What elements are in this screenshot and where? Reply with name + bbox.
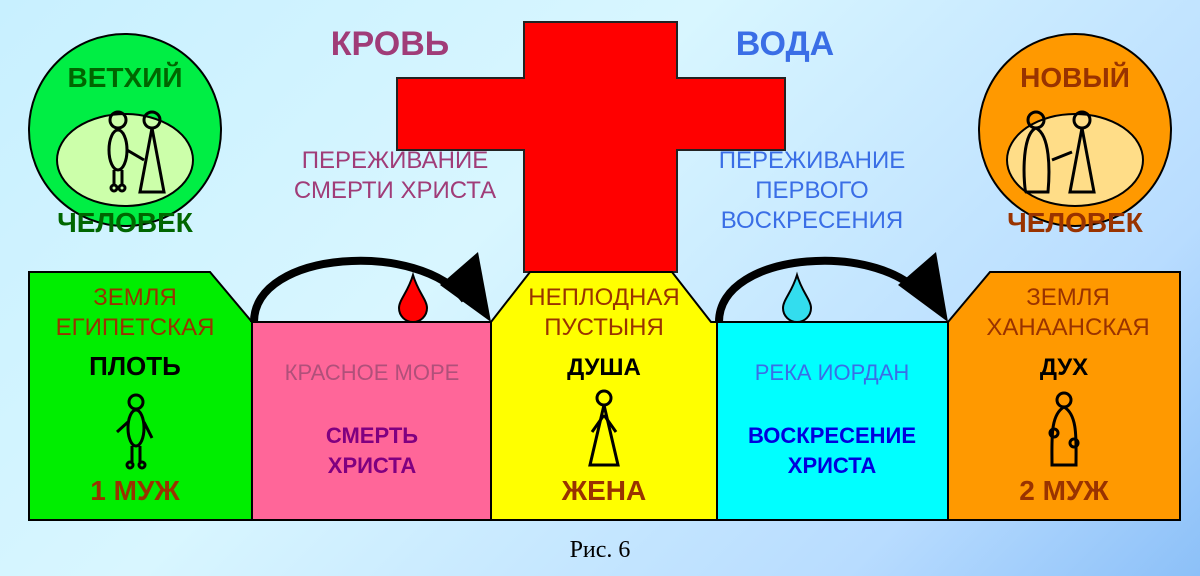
new-man-line2: ЧЕЛОВЕК [1007, 207, 1144, 238]
blood-heading: КРОВЬ [331, 25, 449, 63]
canaan-place-2: ХАНААНСКАЯ [986, 314, 1149, 341]
caption-left-1: ПЕРЕЖИВАНИЕ [302, 147, 489, 174]
wilderness-place-1: НЕПЛОДНАЯ [528, 284, 679, 311]
box-red-sea [251, 321, 492, 521]
caption-left-2: СМЕРТИ ХРИСТА [294, 177, 496, 204]
egypt-place-1: ЗЕМЛЯ [93, 284, 177, 311]
red-sea-label-2: ХРИСТА [328, 453, 417, 478]
old-man-line2: ЧЕЛОВЕК [57, 207, 194, 238]
caption-right-2: ПЕРВОГО [755, 177, 868, 204]
woman-icon [588, 389, 620, 467]
jordan-place: РЕКА ИОРДАН [755, 360, 910, 385]
couple-icon [1022, 110, 1096, 194]
arrow-icon [715, 252, 948, 323]
arrow-icon [250, 252, 491, 323]
cross [396, 21, 786, 273]
couple-icon [107, 110, 166, 194]
old-man-line1: ВЕТХИЙ [68, 61, 183, 93]
box-jordan [716, 321, 949, 521]
egypt-bottom: 1 МУЖ [90, 475, 180, 506]
caption-right-3: ВОСКРЕСЕНИЯ [721, 207, 903, 234]
egypt-place-2: ЕГИПЕТСКАЯ [56, 314, 215, 341]
canaan-bottom: 2 МУЖ [1019, 475, 1109, 506]
egypt-label: ПЛОТЬ [89, 351, 181, 381]
red-sea-label-1: СМЕРТЬ [326, 423, 418, 448]
red-sea-place: КРАСНОЕ МОРЕ [285, 360, 460, 385]
blood-drop-icon [397, 271, 429, 323]
jordan-label-2: ХРИСТА [788, 453, 877, 478]
box-canaan [947, 271, 1181, 521]
wilderness-place-2: ПУСТЫНЯ [544, 314, 664, 341]
water-heading: ВОДА [736, 25, 834, 63]
man-icon [115, 393, 154, 470]
canaan-place-1: ЗЕМЛЯ [1026, 284, 1110, 311]
jordan-label-1: ВОСКРЕСЕНИЕ [748, 423, 916, 448]
new-man-line1: НОВЫЙ [1020, 61, 1130, 93]
water-drop-icon [781, 271, 813, 323]
box-wilderness [490, 271, 718, 521]
canaan-label: ДУХ [1040, 354, 1088, 381]
wilderness-bottom: ЖЕНА [561, 475, 646, 506]
figure-caption: Рис. 6 [570, 537, 631, 563]
wilderness-label: ДУША [567, 354, 641, 381]
caption-right-1: ПЕРЕЖИВАНИЕ [719, 147, 906, 174]
spiritual-man-icon [1048, 391, 1080, 467]
